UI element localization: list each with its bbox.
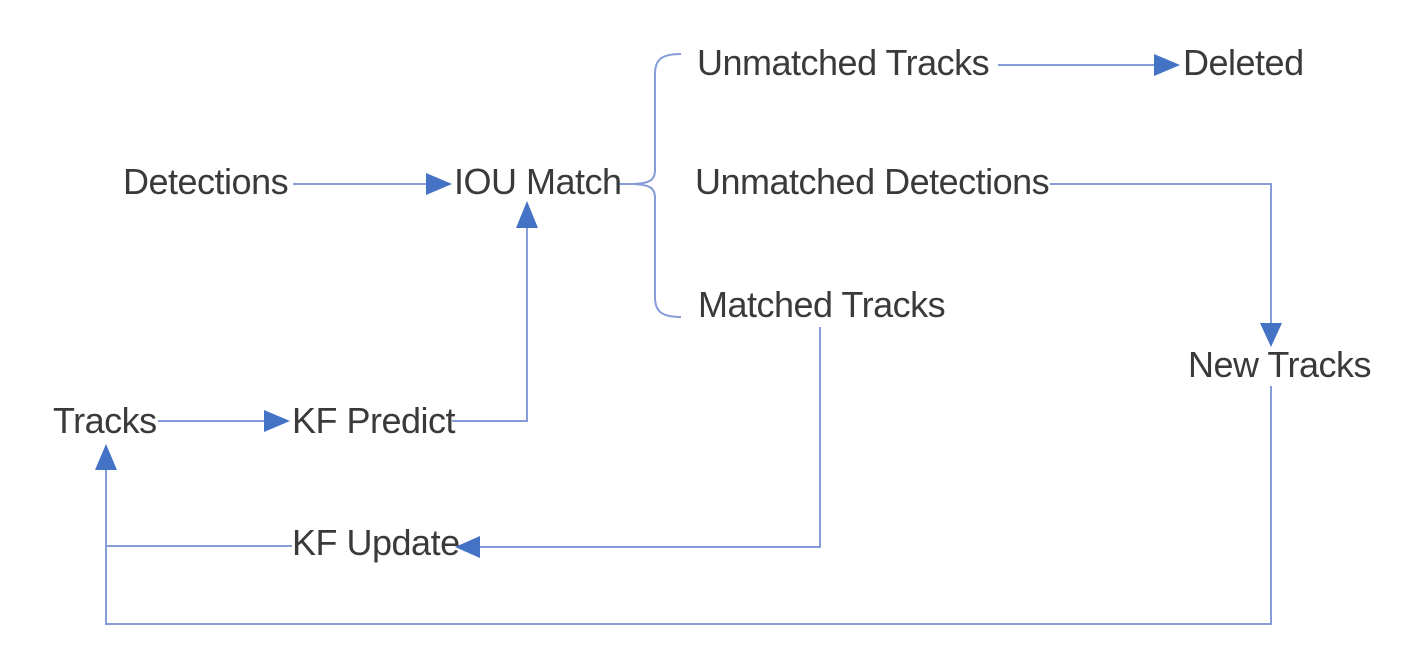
edge-unmatched-tracks-to-deleted (998, 54, 1180, 76)
node-kf-predict: KF Predict (292, 400, 456, 441)
edge-unmatched-detections-to-new-tracks (1050, 183, 1282, 347)
node-unmatched-detections: Unmatched Detections (695, 161, 1050, 202)
node-new-tracks: New Tracks (1188, 344, 1372, 385)
iou-match-output-brace (618, 53, 682, 318)
node-matched-tracks: Matched Tracks (698, 284, 946, 325)
node-kf-update: KF Update (292, 522, 460, 563)
edge-matched-tracks-to-kf-update (455, 327, 821, 558)
edge-detections-to-iou-match (293, 173, 452, 195)
edge-tracks-to-kf-predict (158, 410, 290, 432)
node-iou-match: IOU Match (454, 161, 622, 202)
node-unmatched-tracks: Unmatched Tracks (697, 42, 990, 83)
edge-kf-predict-to-iou-match (452, 201, 538, 422)
node-detections: Detections (123, 161, 289, 202)
node-deleted: Deleted (1183, 42, 1304, 83)
node-tracks: Tracks (53, 400, 157, 441)
